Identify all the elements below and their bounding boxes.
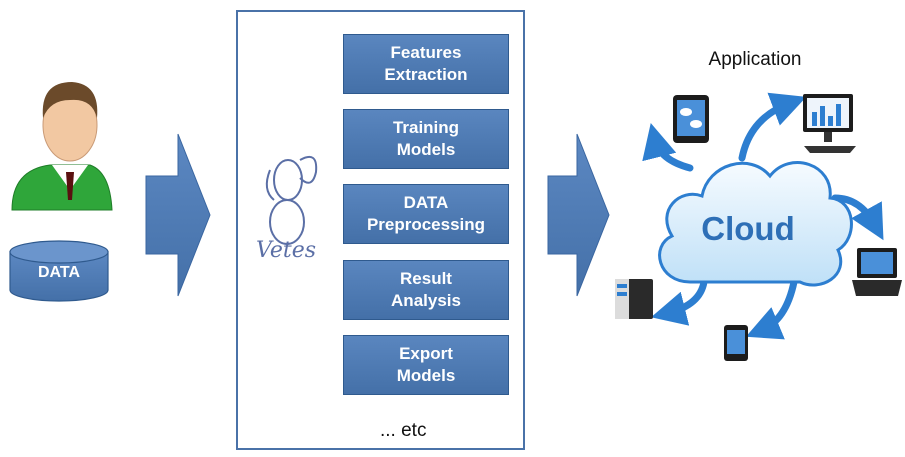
application-title: Application [708,49,802,70]
step-features-extraction: Features Extraction [343,34,509,94]
vetes-logo [265,156,318,245]
flow-arrow-to-cloud [547,133,610,297]
cloud-shape [658,161,853,287]
user-avatar-icon [11,82,113,211]
vetes-logo-text: Vetes [255,238,317,263]
step-data-preprocessing: DATA Preprocessing [343,184,509,244]
flow-arrow-to-pipeline [145,133,211,297]
database-label: DATA [37,264,81,281]
tablet-icon [673,95,709,143]
pipeline-more-label: ... etc [380,420,427,441]
step-export-models: Export Models [343,335,509,395]
cloud-label: Cloud [701,210,795,247]
smartphone-icon [724,325,748,361]
step-training-models: Training Models [343,109,509,169]
server-tower-icon [615,279,653,319]
cloud-arrows [642,92,884,340]
database-icon [9,240,109,302]
desktop-monitor-icon [803,94,856,153]
step-result-analysis: Result Analysis [343,260,509,320]
laptop-icon [852,248,902,296]
